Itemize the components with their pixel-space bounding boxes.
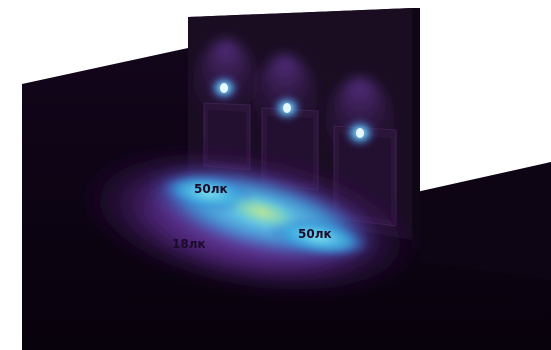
wall-light-icon [271,94,303,122]
wall-light-icon [343,118,377,148]
wall-light-icon [208,74,240,102]
illuminance-label-left: 18лк [172,237,206,251]
illuminance-label-upper: 50лк [194,182,228,196]
illuminance-label-right: 50лк [298,227,332,241]
floor-light-pool [77,144,423,300]
